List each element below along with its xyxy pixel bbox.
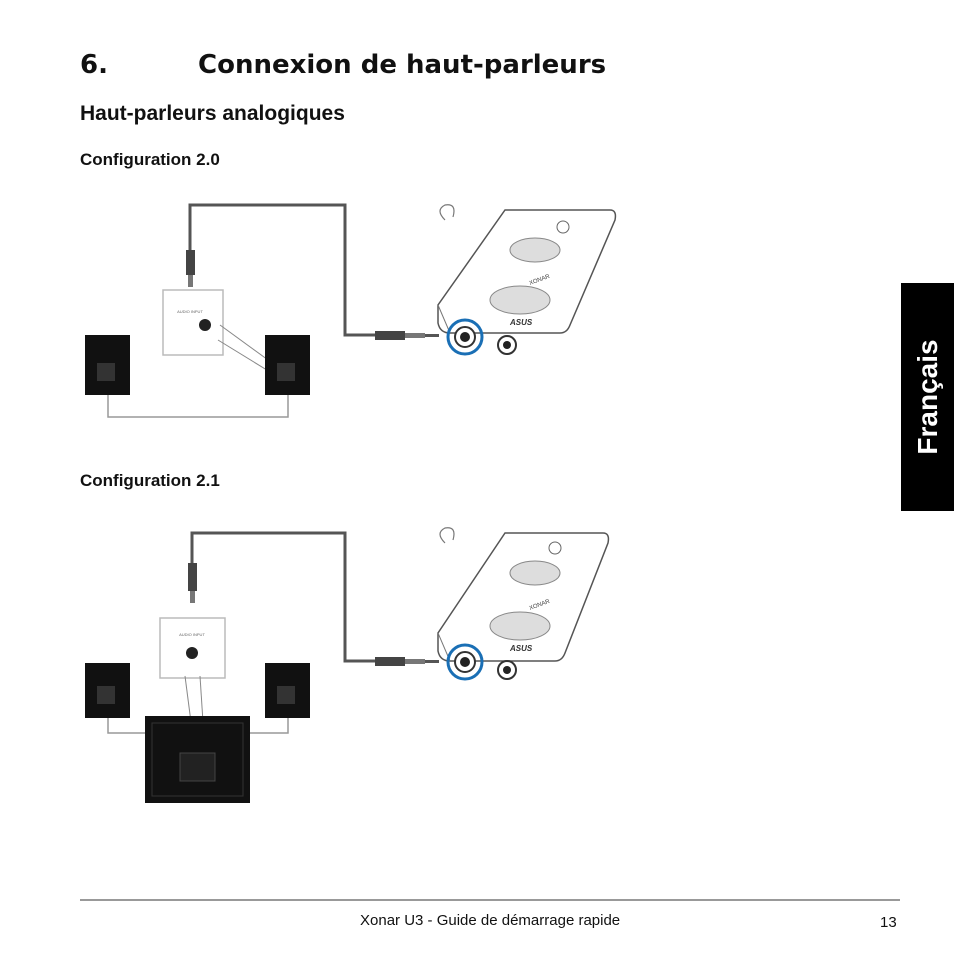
subwoofer bbox=[145, 716, 250, 803]
config-2-0-label: Configuration 2.0 bbox=[80, 150, 220, 169]
right-speaker bbox=[265, 663, 310, 718]
plug-icon bbox=[375, 331, 439, 340]
left-speaker bbox=[85, 663, 130, 718]
audio-cable bbox=[190, 531, 420, 663]
jack-label: AUDIO INPUT bbox=[177, 309, 203, 314]
subsection-title: Haut-parleurs analogiques bbox=[80, 102, 345, 125]
config-2-1-label: Configuration 2.1 bbox=[80, 471, 220, 490]
highlight-circle bbox=[446, 643, 484, 681]
speaker-cable bbox=[250, 718, 289, 734]
left-speaker bbox=[85, 335, 130, 395]
highlight-circle bbox=[446, 318, 484, 356]
audio-cable bbox=[188, 203, 420, 337]
subwoofer-input-panel: AUDIO INPUT bbox=[159, 617, 226, 679]
plug-icon bbox=[188, 563, 197, 603]
language-tab-label: Français bbox=[911, 339, 943, 455]
speaker-input-panel: AUDIO INPUT bbox=[162, 289, 224, 356]
footer-rule bbox=[80, 899, 900, 901]
right-speaker bbox=[265, 335, 310, 395]
xonar-device: XONAR ASUS bbox=[437, 204, 617, 356]
speaker-cable bbox=[107, 718, 145, 734]
config-2-1-diagram: AUDIO INPUT XONAR ASUS bbox=[85, 527, 610, 803]
section-number: 6. bbox=[80, 50, 108, 80]
device-logo: ASUS bbox=[509, 318, 533, 327]
xonar-device: XONAR ASUS bbox=[437, 527, 610, 681]
jack-label: AUDIO INPUT bbox=[179, 632, 205, 637]
section-title: Connexion de haut-parleurs bbox=[198, 50, 607, 80]
footer-text: Xonar U3 - Guide de démarrage rapide bbox=[360, 912, 621, 929]
plug-icon bbox=[186, 250, 195, 287]
page-number: 13 bbox=[880, 914, 897, 931]
language-tab: Français bbox=[901, 283, 954, 511]
config-2-0-diagram: AUDIO INPUT XONAR ASUS bbox=[85, 203, 617, 418]
device-logo: ASUS bbox=[509, 644, 533, 653]
plug-icon bbox=[375, 657, 439, 666]
speaker-cable bbox=[107, 395, 289, 418]
